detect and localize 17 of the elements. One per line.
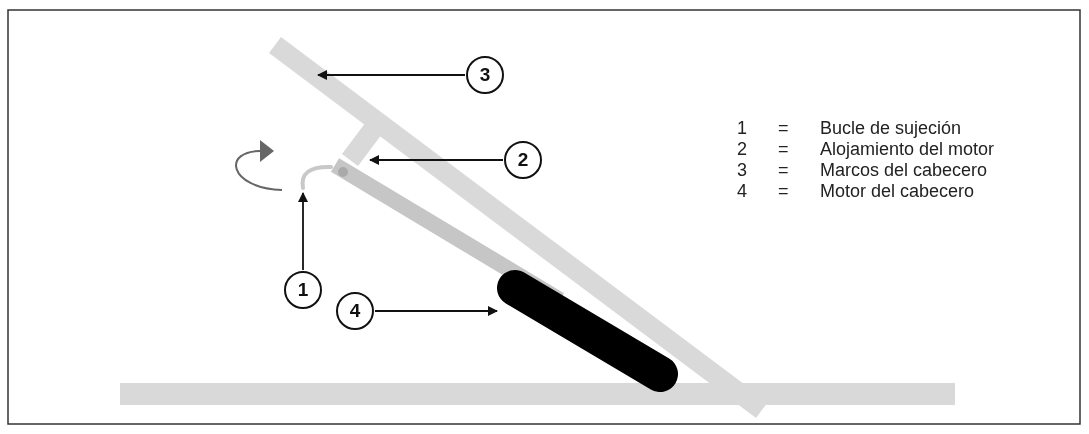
leader-arrow: [298, 192, 308, 271]
key-description: Bucle de sujeción: [820, 118, 962, 139]
key-number: 3: [737, 160, 747, 181]
key-number: 1: [737, 118, 747, 139]
key-number: 4: [737, 181, 747, 202]
equals-sign: =: [778, 181, 789, 202]
key-description: Motor del cabecero: [820, 181, 975, 202]
key-number: 2: [737, 139, 747, 160]
leader-arrow: [369, 155, 504, 165]
equals-sign: =: [778, 160, 789, 181]
equals-sign: =: [778, 118, 789, 139]
leader-arrow: [374, 306, 498, 316]
leader-arrow: [317, 70, 466, 80]
key-description: Alojamiento del motor: [820, 139, 995, 160]
headboard-frame: [269, 37, 768, 418]
equals-sign: =: [778, 139, 789, 160]
key-description: Marcos del cabecero: [820, 160, 988, 181]
